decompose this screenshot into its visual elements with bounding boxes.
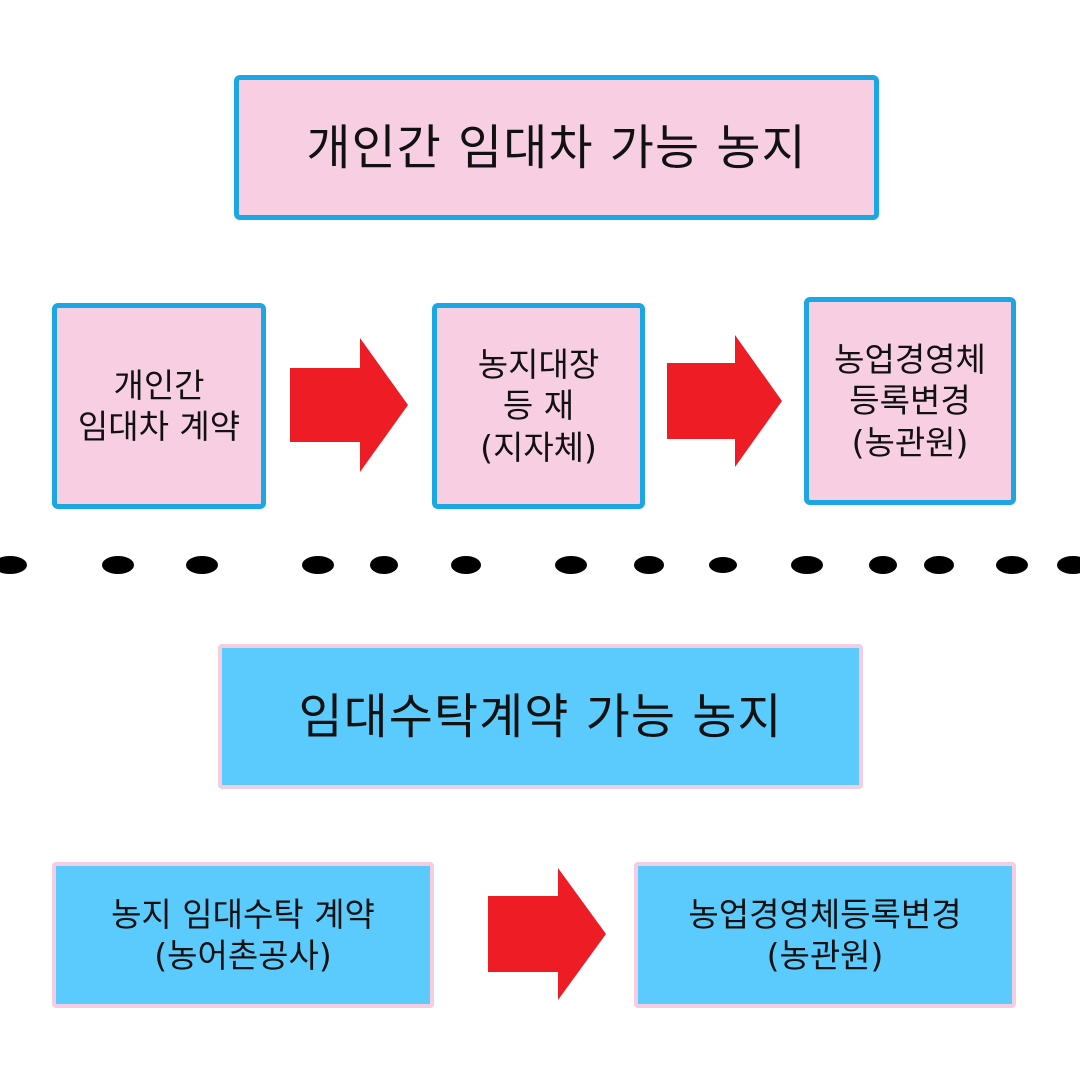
step-farmland-lease-trust-contract: 농지 임대수탁 계약 (농어촌공사) [52, 862, 434, 1008]
section1-title: 개인간 임대차 가능 농지 [306, 119, 807, 176]
step-line: 개인간 [113, 365, 205, 405]
step-line: 농지대장 [477, 345, 600, 385]
flow-arrow-icon [667, 335, 782, 467]
step-line: (지자체) [480, 427, 597, 467]
flow-arrow-icon [290, 338, 408, 472]
step-line: 농지 임대수탁 계약 [111, 894, 375, 934]
flow-arrow-icon [488, 868, 606, 1000]
step-line: 등록변경 [849, 381, 971, 421]
step-line: (농어촌공사) [154, 936, 332, 975]
step-line: 임대차 계약 [77, 407, 241, 446]
step-line: (농관원) [766, 936, 884, 975]
section2-title-box: 임대수탁계약 가능 농지 [218, 644, 863, 789]
step-line: 등 재 [502, 386, 575, 426]
step-line: (농관원) [851, 422, 969, 462]
step-farmland-register: 농지대장 등 재 (지자체) [432, 303, 645, 509]
section1-title-box: 개인간 임대차 가능 농지 [234, 75, 879, 220]
step-personal-lease-contract: 개인간 임대차 계약 [52, 303, 266, 509]
step-farm-business-registration-2: 농업경영체등록변경 (농관원) [634, 862, 1016, 1008]
dotted-divider [0, 556, 1080, 574]
step-line: 농업경영체 [834, 340, 986, 380]
section2-title: 임대수탁계약 가능 농지 [298, 688, 783, 745]
step-farm-business-registration: 농업경영체 등록변경 (농관원) [804, 297, 1016, 505]
step-line: 농업경영체등록변경 [688, 894, 962, 934]
